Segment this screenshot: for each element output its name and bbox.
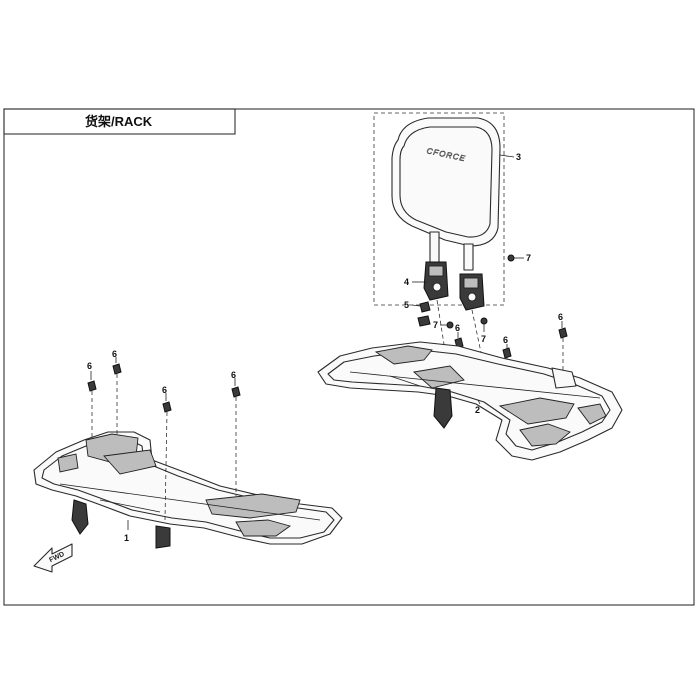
- callout-3: 3: [499, 152, 521, 162]
- svg-text:6: 6: [231, 370, 236, 380]
- svg-text:6: 6: [455, 323, 460, 333]
- nuts-7: [446, 254, 515, 329]
- svg-text:5: 5: [404, 300, 409, 310]
- svg-text:6: 6: [162, 385, 167, 395]
- bolts-5: [417, 301, 431, 327]
- callout-6-rear-a: 6: [455, 323, 460, 338]
- rear-rack: [317, 341, 623, 461]
- svg-text:6: 6: [558, 312, 563, 322]
- svg-text:4: 4: [404, 277, 409, 287]
- callout-6-rear-b: 6: [503, 335, 508, 349]
- svg-text:7: 7: [433, 320, 438, 330]
- callout-2: 2: [475, 399, 481, 415]
- callout-7-mid: 7: [481, 324, 486, 344]
- callout-5: 5: [404, 300, 421, 310]
- svg-text:6: 6: [112, 349, 117, 359]
- backrest: CFORCE: [391, 117, 501, 271]
- callout-6-front-d: 6: [231, 370, 236, 386]
- svg-text:1: 1: [124, 533, 129, 543]
- callout-4: 4: [404, 277, 427, 287]
- backrest-brackets: [423, 261, 485, 311]
- svg-text:6: 6: [87, 361, 92, 371]
- callout-6-rear-c: 6: [558, 312, 563, 328]
- forward-direction-arrow: FWD: [33, 543, 73, 573]
- callout-6-front-b: 6: [112, 349, 117, 363]
- title-box: [3, 108, 236, 135]
- diagram-title: 货架/RACK: [85, 114, 153, 129]
- assembly-3-dashed-box: [373, 112, 505, 306]
- svg-text:3: 3: [516, 152, 521, 162]
- callout-7-left: 7: [433, 320, 447, 330]
- drawing-border: [3, 108, 695, 606]
- callout-1: 1: [124, 520, 129, 543]
- callout-7-right: 7: [514, 253, 531, 263]
- callout-6-front-c: 6: [162, 385, 167, 401]
- svg-text:7: 7: [481, 334, 486, 344]
- svg-text:2: 2: [475, 405, 480, 415]
- svg-text:7: 7: [526, 253, 531, 263]
- front-rack: [33, 431, 343, 549]
- callout-6-front-a: 6: [87, 361, 92, 380]
- front-rack-bolts-6: [87, 363, 241, 413]
- svg-text:6: 6: [503, 335, 508, 345]
